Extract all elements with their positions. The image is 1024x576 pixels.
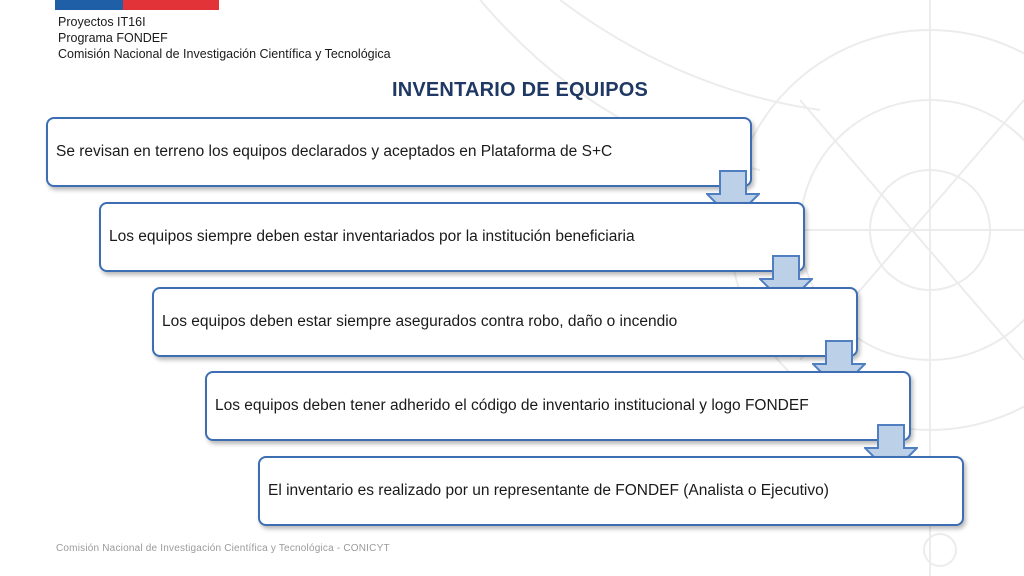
process-step-text: Los equipos deben tener adherido el códi… (215, 397, 809, 414)
header-program: Programa FONDEF (58, 31, 168, 45)
header-block: Proyectos IT16I Programa FONDEF Comisión… (58, 14, 391, 62)
page-title: INVENTARIO DE EQUIPOS (391, 79, 649, 101)
flag-stripe-red (123, 0, 219, 10)
process-step-5: El inventario es realizado por un repres… (258, 456, 964, 526)
process-step-text: Los equipos deben estar siempre asegurad… (162, 313, 678, 330)
flag-stripe (55, 0, 219, 10)
header-commission: Comisión Nacional de Investigación Cient… (58, 47, 391, 61)
flag-stripe-blue (55, 0, 123, 10)
process-step-text: Los equipos siempre deben estar inventar… (109, 228, 635, 245)
process-step-text: Se revisan en terreno los equipos declar… (56, 143, 613, 160)
process-step-1: Se revisan en terreno los equipos declar… (46, 117, 752, 187)
process-step-3: Los equipos deben estar siempre asegurad… (152, 287, 858, 357)
process-step-2: Los equipos siempre deben estar inventar… (99, 202, 805, 272)
process-step-text: El inventario es realizado por un repres… (268, 482, 829, 499)
process-step-4: Los equipos deben tener adherido el códi… (205, 371, 911, 441)
header-project: Proyectos IT16I (58, 15, 146, 29)
footer-text: Comisión Nacional de Investigación Cient… (56, 543, 390, 554)
